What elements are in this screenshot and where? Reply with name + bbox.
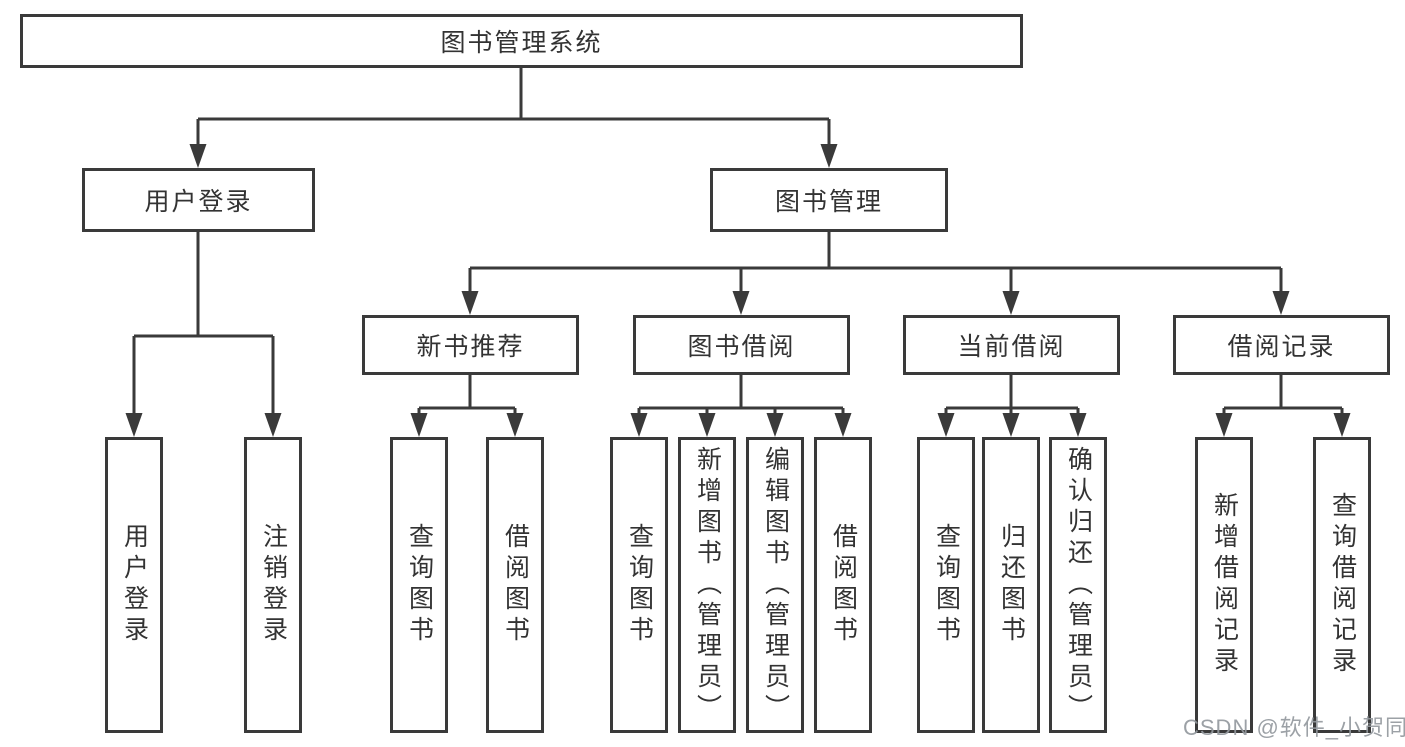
leaf-label: 新增借阅记录 bbox=[1210, 492, 1239, 678]
node-label: 图书管理系统 bbox=[440, 29, 603, 57]
leaf-label: 新增图书（管理员） bbox=[693, 445, 722, 725]
leaf-borrow-query-books: 查询图书 bbox=[610, 437, 668, 733]
leaf-label: 借阅图书 bbox=[829, 523, 858, 647]
arrow-down-icon bbox=[630, 413, 648, 437]
leaf-logout: 注销登录 bbox=[244, 437, 302, 733]
leaf-label: 编辑图书（管理员） bbox=[761, 445, 790, 725]
connector-current-to-children bbox=[944, 375, 1080, 418]
leaf-label: 借阅图书 bbox=[501, 523, 530, 647]
arrow-down-icon bbox=[1002, 413, 1020, 437]
leaf-records-query-record: 查询借阅记录 bbox=[1313, 437, 1371, 733]
connector-records-to-children bbox=[1222, 375, 1344, 418]
node-current-borrow: 当前借阅 bbox=[903, 315, 1120, 375]
arrow-down-icon bbox=[1215, 413, 1233, 437]
node-label: 当前借阅 bbox=[957, 333, 1066, 361]
connector-root-to-level2 bbox=[196, 68, 831, 148]
arrow-down-icon bbox=[264, 413, 282, 437]
leaf-user-login: 用户登录 bbox=[105, 437, 163, 733]
leaf-label: 确认归还（管理员） bbox=[1064, 445, 1093, 725]
leaf-borrow-borrow-books: 借阅图书 bbox=[814, 437, 872, 733]
leaf-label: 查询图书 bbox=[625, 523, 654, 647]
node-label: 图书管理 bbox=[774, 188, 883, 216]
leaf-label: 查询图书 bbox=[932, 523, 961, 647]
arrow-down-icon bbox=[834, 413, 852, 437]
leaf-recommend-query-books: 查询图书 bbox=[390, 437, 448, 733]
leaf-current-return-books: 归还图书 bbox=[982, 437, 1040, 733]
arrow-down-icon bbox=[732, 291, 750, 315]
leaf-borrow-edit-books-admin: 编辑图书（管理员） bbox=[746, 437, 804, 733]
arrow-down-icon bbox=[506, 413, 524, 437]
leaf-label: 查询图书 bbox=[405, 523, 434, 647]
arrow-down-icon bbox=[698, 413, 716, 437]
arrow-down-icon bbox=[1069, 413, 1087, 437]
node-new-book-recommend: 新书推荐 bbox=[362, 315, 579, 375]
connector-book-mgmt-to-level3 bbox=[468, 232, 1283, 295]
arrow-down-icon bbox=[410, 413, 428, 437]
connector-user-login-to-children bbox=[132, 232, 275, 419]
leaf-label: 用户登录 bbox=[120, 523, 149, 647]
node-label: 新书推荐 bbox=[416, 333, 525, 361]
leaf-current-confirm-return-admin: 确认归还（管理员） bbox=[1049, 437, 1107, 733]
leaf-label: 归还图书 bbox=[997, 523, 1026, 647]
arrowheads bbox=[125, 144, 1351, 437]
node-label: 借阅记录 bbox=[1227, 333, 1336, 361]
leaf-borrow-add-books-admin: 新增图书（管理员） bbox=[678, 437, 736, 733]
arrow-down-icon bbox=[1002, 291, 1020, 315]
arrow-down-icon bbox=[1333, 413, 1351, 437]
arrow-down-icon bbox=[820, 144, 838, 168]
csdn-watermark: CSDN @软件_小贺同学 bbox=[1183, 715, 1405, 740]
connector-lines bbox=[132, 68, 1344, 419]
arrow-down-icon bbox=[937, 413, 955, 437]
node-label: 图书借阅 bbox=[687, 333, 796, 361]
node-borrow-records: 借阅记录 bbox=[1173, 315, 1390, 375]
node-root-system: 图书管理系统 bbox=[20, 14, 1023, 68]
arrow-down-icon bbox=[1272, 291, 1290, 315]
node-label: 用户登录 bbox=[144, 188, 253, 216]
node-book-borrow: 图书借阅 bbox=[633, 315, 850, 375]
leaf-current-query-books: 查询图书 bbox=[917, 437, 975, 733]
node-user-login: 用户登录 bbox=[82, 168, 315, 232]
connector-borrow-to-children bbox=[637, 375, 845, 418]
arrow-down-icon bbox=[461, 291, 479, 315]
leaf-label: 注销登录 bbox=[259, 523, 288, 647]
leaf-label: 查询借阅记录 bbox=[1328, 492, 1357, 678]
leaf-recommend-borrow-books: 借阅图书 bbox=[486, 437, 544, 733]
connector-recommend-to-children bbox=[417, 375, 517, 418]
leaf-records-add-record: 新增借阅记录 bbox=[1195, 437, 1253, 733]
node-book-management: 图书管理 bbox=[710, 168, 948, 232]
arrow-down-icon bbox=[189, 144, 207, 168]
arrow-down-icon bbox=[125, 413, 143, 437]
arrow-down-icon bbox=[766, 413, 784, 437]
